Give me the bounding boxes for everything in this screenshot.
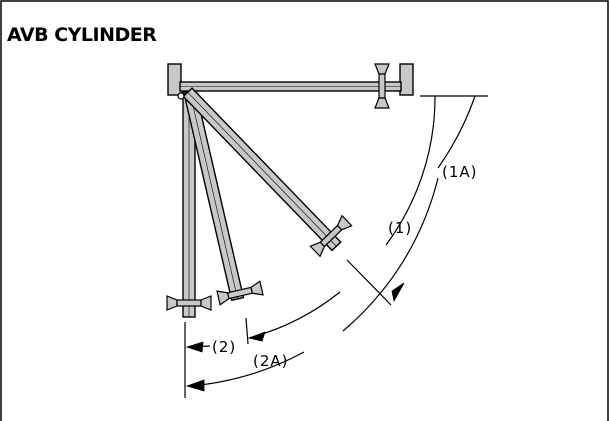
screw-tilted-arm — [216, 280, 264, 306]
top-thumb-screw — [374, 63, 390, 109]
arm-vertical — [182, 91, 196, 318]
label-angle-1a: (1A) — [442, 163, 478, 181]
diagram-title: AVB CYLINDER — [7, 24, 157, 46]
pivot — [177, 92, 185, 100]
screw-diagonal-arm — [309, 214, 353, 258]
label-angle-2a: (2A) — [253, 352, 289, 370]
extension-lines — [184, 95, 488, 398]
arm-diagonal — [182, 87, 342, 252]
label-angle-2: (2) — [212, 338, 236, 356]
top-bar — [167, 63, 414, 96]
arrowheads — [185, 282, 405, 392]
label-angle-1: (1) — [388, 219, 412, 237]
screw-vertical-arm — [166, 295, 212, 311]
